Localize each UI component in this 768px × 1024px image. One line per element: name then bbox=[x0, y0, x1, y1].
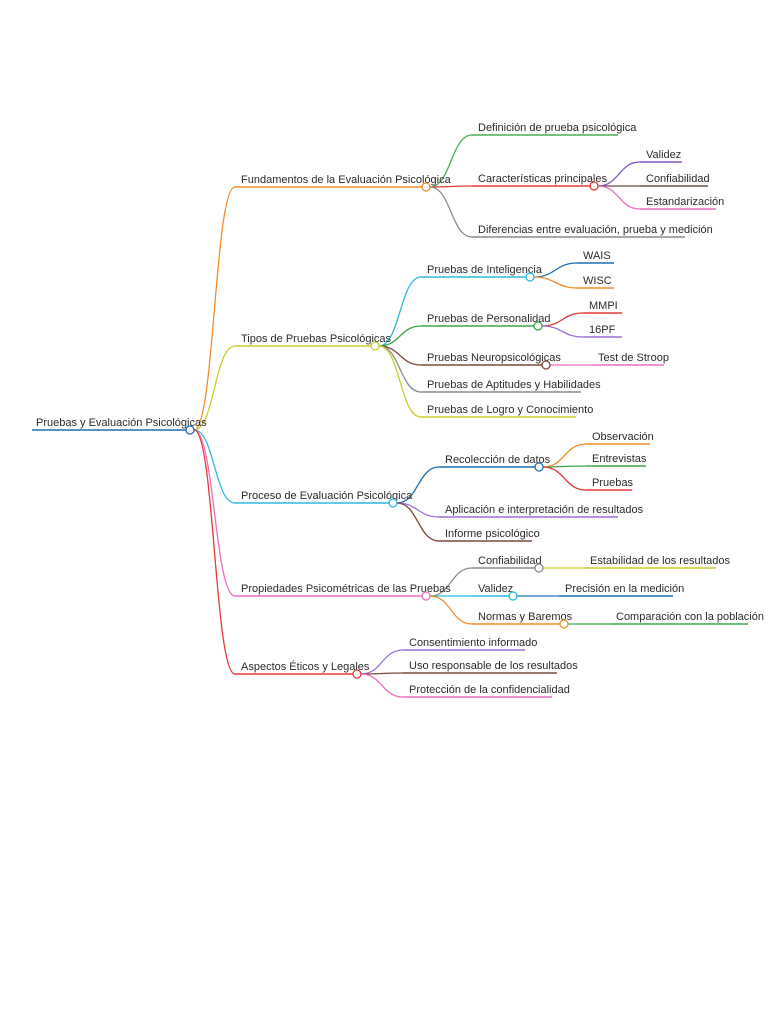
root-node-label[interactable]: Pruebas y Evaluación Psicológicas bbox=[36, 417, 207, 429]
node-aplicacion-e-interpretacion-de-resultados-label[interactable]: Aplicación e interpretación de resultado… bbox=[445, 504, 644, 516]
node-proceso-de-evaluacion-psicologica-label[interactable]: Proceso de Evaluación Psicológica bbox=[241, 490, 413, 502]
node-wisc-label[interactable]: WISC bbox=[583, 275, 612, 287]
node-caracteristicas-principales-connector bbox=[429, 185, 473, 188]
node-validez-connector bbox=[597, 161, 641, 187]
node-estandarizacion-label[interactable]: Estandarización bbox=[646, 196, 724, 208]
node-estabilidad-de-los-resultados-label[interactable]: Estabilidad de los resultados bbox=[590, 555, 731, 567]
node-pruebas-neuropsicologicas-collapse-toggle[interactable] bbox=[541, 360, 551, 370]
node-definicion-de-prueba-psicologica-label[interactable]: Definición de prueba psicológica bbox=[478, 122, 637, 134]
node-fundamentos-de-la-evaluacion-psicologica-connector bbox=[193, 186, 236, 431]
node-tipos-de-pruebas-psicologicas-collapse-toggle[interactable] bbox=[370, 341, 380, 351]
node-validez-label[interactable]: Validez bbox=[478, 583, 513, 595]
node-pruebas-de-aptitudes-y-habilidades-connector bbox=[378, 345, 422, 393]
node-informe-psicologico-connector bbox=[396, 502, 440, 542]
node-recoleccion-de-datos-label[interactable]: Recolección de datos bbox=[445, 454, 551, 466]
node-fundamentos-de-la-evaluacion-psicologica-label[interactable]: Fundamentos de la Evaluación Psicológica bbox=[241, 174, 452, 186]
node-diferencias-entre-evaluacion-prueba-y-medicion-connector bbox=[429, 186, 473, 238]
node-normas-y-baremos-connector bbox=[429, 595, 473, 625]
node-pruebas-de-inteligencia-connector bbox=[378, 276, 422, 347]
node-caracteristicas-principales-label[interactable]: Características principales bbox=[478, 173, 607, 185]
node-wais-label[interactable]: WAIS bbox=[583, 250, 611, 262]
node-uso-responsable-de-los-resultados-label[interactable]: Uso responsable de los resultados bbox=[409, 660, 578, 672]
node-confiabilidad-label[interactable]: Confiabilidad bbox=[646, 173, 710, 185]
node-16pf-connector bbox=[541, 325, 584, 338]
node-pruebas-de-logro-y-conocimiento-label[interactable]: Pruebas de Logro y Conocimiento bbox=[427, 404, 593, 416]
node-validez-label[interactable]: Validez bbox=[646, 149, 681, 161]
node-estandarizacion-connector bbox=[597, 185, 641, 210]
node-tipos-de-pruebas-psicologicas-label[interactable]: Tipos de Pruebas Psicológicas bbox=[241, 333, 392, 345]
node-pruebas-de-aptitudes-y-habilidades-label[interactable]: Pruebas de Aptitudes y Habilidades bbox=[427, 379, 601, 391]
node-recoleccion-de-datos-connector bbox=[396, 466, 440, 504]
node-pruebas-de-personalidad-connector bbox=[378, 325, 422, 347]
node-pruebas-neuropsicologicas-label[interactable]: Pruebas Neuropsicológicas bbox=[427, 352, 561, 364]
node-recoleccion-de-datos-collapse-toggle[interactable] bbox=[534, 462, 544, 472]
node-confiabilidad-collapse-toggle[interactable] bbox=[534, 563, 544, 573]
node-propiedades-psicometricas-de-las-pruebas-connector bbox=[193, 429, 236, 597]
node-pruebas-de-personalidad-collapse-toggle[interactable] bbox=[533, 321, 543, 331]
node-pruebas-de-inteligencia-label[interactable]: Pruebas de Inteligencia bbox=[427, 264, 543, 276]
node-consentimiento-informado-label[interactable]: Consentimiento informado bbox=[409, 637, 537, 649]
node-tipos-de-pruebas-psicologicas-connector bbox=[193, 345, 236, 431]
node-pruebas-label[interactable]: Pruebas bbox=[592, 477, 633, 489]
node-aspectos-eticos-y-legales-label[interactable]: Aspectos Éticos y Legales bbox=[241, 660, 370, 673]
node-aplicacion-e-interpretacion-de-resultados-connector bbox=[396, 502, 440, 518]
node-proceso-de-evaluacion-psicologica-connector bbox=[193, 429, 236, 504]
node-definicion-de-prueba-psicologica-connector bbox=[429, 134, 473, 188]
node-diferencias-entre-evaluacion-prueba-y-medicion-label[interactable]: Diferencias entre evaluación, prueba y m… bbox=[478, 224, 713, 236]
node-propiedades-psicometricas-de-las-pruebas-label[interactable]: Propiedades Psicométricas de las Pruebas bbox=[241, 583, 451, 595]
node-precision-en-la-medicion-label[interactable]: Precisión en la medición bbox=[565, 583, 684, 595]
connector-lines bbox=[32, 134, 748, 698]
node-comparacion-con-la-poblacion-label[interactable]: Comparación con la población bbox=[616, 611, 764, 623]
mind-map-nodes: Pruebas y Evaluación Psicológicas Fundame… bbox=[36, 122, 764, 696]
node-wisc-connector bbox=[533, 276, 578, 289]
node-mmpi-label[interactable]: MMPI bbox=[589, 300, 618, 312]
node-pruebas-connector bbox=[542, 466, 587, 491]
node-confiabilidad-label[interactable]: Confiabilidad bbox=[478, 555, 542, 567]
node-confiabilidad-connector bbox=[429, 567, 473, 597]
node-propiedades-psicometricas-de-las-pruebas-collapse-toggle[interactable] bbox=[421, 591, 431, 601]
node-caracteristicas-principales-collapse-toggle[interactable] bbox=[589, 181, 599, 191]
node-informe-psicologico-label[interactable]: Informe psicológico bbox=[445, 528, 540, 540]
node-16pf-label[interactable]: 16PF bbox=[589, 324, 616, 336]
node-observacion-label[interactable]: Observación bbox=[592, 431, 654, 443]
node-consentimiento-informado-connector bbox=[360, 649, 404, 675]
node-normas-y-baremos-collapse-toggle[interactable] bbox=[559, 619, 569, 629]
node-proceso-de-evaluacion-psicologica-collapse-toggle[interactable] bbox=[388, 498, 398, 508]
node-pruebas-de-personalidad-label[interactable]: Pruebas de Personalidad bbox=[427, 313, 551, 325]
node-normas-y-baremos-label[interactable]: Normas y Baremos bbox=[478, 611, 573, 623]
node-proteccion-de-la-confidencialidad-label[interactable]: Protección de la confidencialidad bbox=[409, 684, 570, 696]
node-validez-collapse-toggle[interactable] bbox=[508, 591, 518, 601]
node-entrevistas-label[interactable]: Entrevistas bbox=[592, 453, 647, 465]
node-proteccion-de-la-confidencialidad-connector bbox=[360, 673, 404, 698]
node-test-de-stroop-label[interactable]: Test de Stroop bbox=[598, 352, 669, 364]
node-pruebas-de-logro-y-conocimiento-connector bbox=[378, 345, 422, 418]
node-aspectos-eticos-y-legales-connector bbox=[193, 429, 236, 675]
node-aspectos-eticos-y-legales-collapse-toggle[interactable] bbox=[352, 669, 362, 679]
node-fundamentos-de-la-evaluacion-psicologica-collapse-toggle[interactable] bbox=[421, 182, 431, 192]
node-pruebas-de-inteligencia-collapse-toggle[interactable] bbox=[525, 272, 535, 282]
root-collapse-toggle[interactable] bbox=[185, 425, 195, 435]
